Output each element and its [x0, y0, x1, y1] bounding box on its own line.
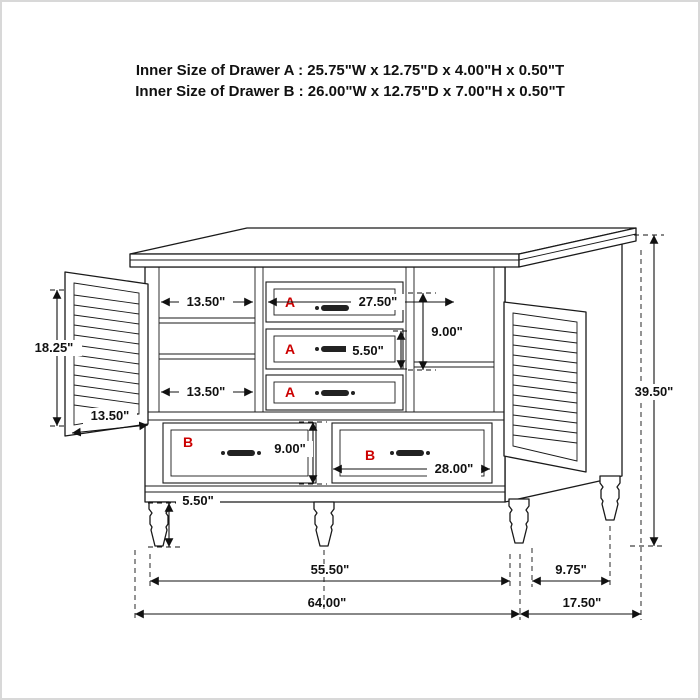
- dim-label-top-depth-offset: 9.75": [555, 562, 586, 577]
- svg-text:9.00": 9.00": [274, 441, 305, 456]
- drawer-b-2: [331, 422, 493, 484]
- drawer-b-2-letter: B: [365, 447, 375, 463]
- back-right-leg: [599, 475, 621, 521]
- drawer-b-size-note: Inner Size of Drawer B : 26.00"W x 12.75…: [135, 83, 565, 100]
- dim-line-door-width: [71, 421, 149, 437]
- dim-label-overall-height: 39.50": [626, 384, 682, 400]
- drawer-a-3: [265, 374, 404, 411]
- top-edge-profile: [130, 233, 637, 261]
- dim-label-drawer-b-width: 28.00": [427, 461, 481, 477]
- dimension-labels: 18.25" 39.50" 13.50" 13.50" 13.50" 27.50…: [26, 294, 682, 610]
- dim-label-door-width: 13.50": [83, 408, 137, 424]
- svg-text:9.00": 9.00": [431, 324, 462, 339]
- right-door-inner-frame: [512, 312, 578, 462]
- dim-label-a-front-height: 5.50": [346, 343, 390, 359]
- dim-label-overall-depth: 17.50": [563, 595, 602, 610]
- dim-label-leg-height: 5.50": [176, 493, 220, 509]
- svg-text:13.50": 13.50": [187, 294, 226, 309]
- svg-text:39.50": 39.50": [635, 384, 674, 399]
- dim-label-drawer-a-width: 27.50": [351, 294, 405, 310]
- right-door-frame: [503, 301, 587, 473]
- drawer-a-2-letter: A: [285, 341, 295, 357]
- dim-label-door-height: 18.25": [26, 340, 82, 356]
- left-compartment-shelves: [159, 317, 255, 360]
- dim-label-overall-width: 64.00": [308, 595, 347, 610]
- top-front-edge: [129, 253, 520, 268]
- dim-label-compartment-top: 13.50": [179, 294, 233, 310]
- drawer-b-1-letter: B: [183, 434, 193, 450]
- drawer-a-size-note: Inner Size of Drawer A : 25.75"W x 12.75…: [135, 62, 565, 79]
- drawer-b-1-handle: [221, 450, 261, 456]
- right-louvered-door: [503, 301, 587, 473]
- drawer-size-notes: Inner Size of Drawer A : 25.75"W x 12.75…: [2, 60, 698, 102]
- drawer-b-2-handle: [390, 450, 430, 456]
- svg-text:5.50": 5.50": [182, 493, 213, 508]
- front-right-leg: [508, 498, 530, 544]
- right-door-louvers: [512, 324, 578, 444]
- dim-label-a-section-height: 9.00": [424, 324, 470, 340]
- svg-text:13.50": 13.50": [187, 384, 226, 399]
- left-louvered-door: [64, 271, 149, 437]
- svg-text:28.00": 28.00": [435, 461, 474, 476]
- svg-text:18.25": 18.25": [35, 340, 74, 355]
- top-right-edge: [518, 227, 637, 268]
- front-center-leg: [313, 501, 335, 547]
- cabinet-top: [129, 227, 637, 268]
- svg-text:27.50": 27.50": [359, 294, 398, 309]
- dim-label-front-span: 55.50": [311, 562, 350, 577]
- face-frame-lines: [145, 267, 505, 493]
- cabinet-legs: [148, 475, 621, 547]
- svg-text:13.50": 13.50": [91, 408, 130, 423]
- dim-label-compartment-mid: 13.50": [179, 384, 233, 400]
- drawer-a-3-handle: [315, 390, 355, 396]
- dim-label-b-front-height: 9.00": [267, 441, 313, 457]
- front-left-leg: [148, 501, 170, 547]
- drawer-a-3-letter: A: [285, 384, 295, 400]
- left-door-louvers: [73, 294, 140, 415]
- svg-text:5.50": 5.50": [352, 343, 383, 358]
- left-door-frame: [64, 271, 149, 437]
